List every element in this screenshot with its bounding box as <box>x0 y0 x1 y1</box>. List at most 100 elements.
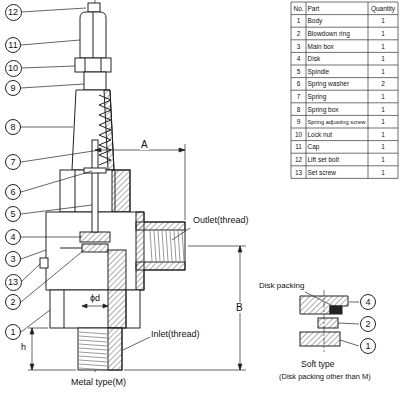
stroke <box>368 2 369 178</box>
callout-number: 4 <box>365 298 370 307</box>
stroke <box>79 332 107 334</box>
stroke <box>170 231 172 261</box>
stroke <box>79 360 107 362</box>
table-cell: 1 <box>381 143 385 150</box>
callout-number: 9 <box>10 84 15 93</box>
callout-circle: 11 <box>5 37 21 53</box>
stroke <box>291 128 398 129</box>
callout-circle: 3 <box>5 251 21 267</box>
callout-number: 12 <box>8 8 18 17</box>
callout-circle: 5 <box>5 206 21 222</box>
stroke <box>150 231 152 261</box>
callout-circle: 10 <box>5 60 22 77</box>
table-cell: 11 <box>295 143 302 150</box>
callout-circle: 8 <box>5 119 21 135</box>
table-cell: Spring <box>308 93 327 100</box>
table-cell: Set screw <box>308 169 337 176</box>
table-cell: 12 <box>295 156 302 163</box>
stroke <box>79 348 107 350</box>
table-cell: 2 <box>297 30 301 37</box>
stroke <box>398 2 399 178</box>
stroke <box>154 231 156 261</box>
stroke <box>79 352 107 354</box>
table-cell: Spring box <box>308 106 339 113</box>
table-cell: 1 <box>381 68 385 75</box>
table-header: Quantity <box>371 5 395 12</box>
stroke <box>291 115 398 116</box>
callout-circle: 2 <box>360 316 376 332</box>
table-cell: 1 <box>381 118 385 125</box>
stroke <box>291 178 398 179</box>
callout-number: 2 <box>10 298 15 307</box>
table-cell: Cap <box>308 143 320 150</box>
part-label: Disk packing <box>258 282 305 291</box>
table-cell: Spindle <box>308 68 330 75</box>
stroke <box>166 231 168 261</box>
stroke <box>174 231 176 261</box>
stroke <box>291 52 398 53</box>
callout-circle: 7 <box>5 154 21 170</box>
callout-number: 6 <box>10 188 15 197</box>
callout-circle: 1 <box>5 324 21 340</box>
table-cell: 13 <box>295 169 302 176</box>
table-cell: 2 <box>381 80 385 87</box>
stroke <box>79 340 107 342</box>
table-cell: 1 <box>381 169 385 176</box>
callout-circle: 6 <box>5 184 21 200</box>
table-cell: 6 <box>297 80 301 87</box>
callout-number: 5 <box>10 210 15 219</box>
callout-circle: 1 <box>360 338 376 354</box>
table-cell: Spring adjusting screw <box>308 119 366 125</box>
callout-number: 8 <box>10 123 15 132</box>
callout-circle: 2 <box>5 294 21 310</box>
port-label: Inlet(thread) <box>150 330 201 340</box>
stroke <box>291 2 292 178</box>
callout-number: 10 <box>8 64 18 73</box>
table-cell: 1 <box>381 43 385 50</box>
stroke <box>291 77 398 78</box>
stroke <box>79 364 107 366</box>
stroke <box>182 231 184 261</box>
table-cell: 1 <box>297 17 301 24</box>
table-header: No. <box>293 5 303 12</box>
dimension-label: B <box>235 302 244 313</box>
table-cell: Blowdown ring <box>308 30 350 37</box>
callout-circle: 12 <box>5 4 22 21</box>
stroke <box>162 231 164 261</box>
callout-number: 1 <box>365 342 370 351</box>
callout-circle: 4 <box>360 294 376 310</box>
callout-number: 4 <box>10 233 15 242</box>
table-cell: Body <box>308 17 323 24</box>
table-cell: 1 <box>381 30 385 37</box>
table-cell: 1 <box>381 156 385 163</box>
stroke <box>291 140 398 141</box>
table-cell: 4 <box>297 55 301 62</box>
figure-caption: Soft type <box>300 360 336 369</box>
dimension-label: A <box>140 139 149 150</box>
callout-circle: 9 <box>5 80 21 96</box>
stroke <box>306 2 307 178</box>
table-cell: Spring washer <box>308 80 350 87</box>
stroke <box>291 27 398 28</box>
callout-number: 7 <box>10 158 15 167</box>
stroke <box>291 65 398 66</box>
table-cell: Disk <box>308 55 321 62</box>
table-header: Part <box>308 5 320 12</box>
stroke <box>79 368 107 370</box>
table-cell: 3 <box>297 43 301 50</box>
stroke <box>291 2 398 3</box>
stroke <box>158 231 160 261</box>
stroke <box>291 90 398 91</box>
table-cell: 1 <box>381 55 385 62</box>
callout-number: 1 <box>10 328 15 337</box>
callout-number: 11 <box>8 41 17 50</box>
table-cell: 7 <box>297 93 301 100</box>
stroke <box>79 336 107 338</box>
stroke <box>291 39 398 40</box>
table-cell: Lock nut <box>308 131 333 138</box>
table-cell: Main box <box>308 43 334 50</box>
figure-caption: (Disk packing other than M) <box>278 373 372 381</box>
callout-number: 13 <box>8 278 18 287</box>
callout-number: 3 <box>10 255 15 264</box>
